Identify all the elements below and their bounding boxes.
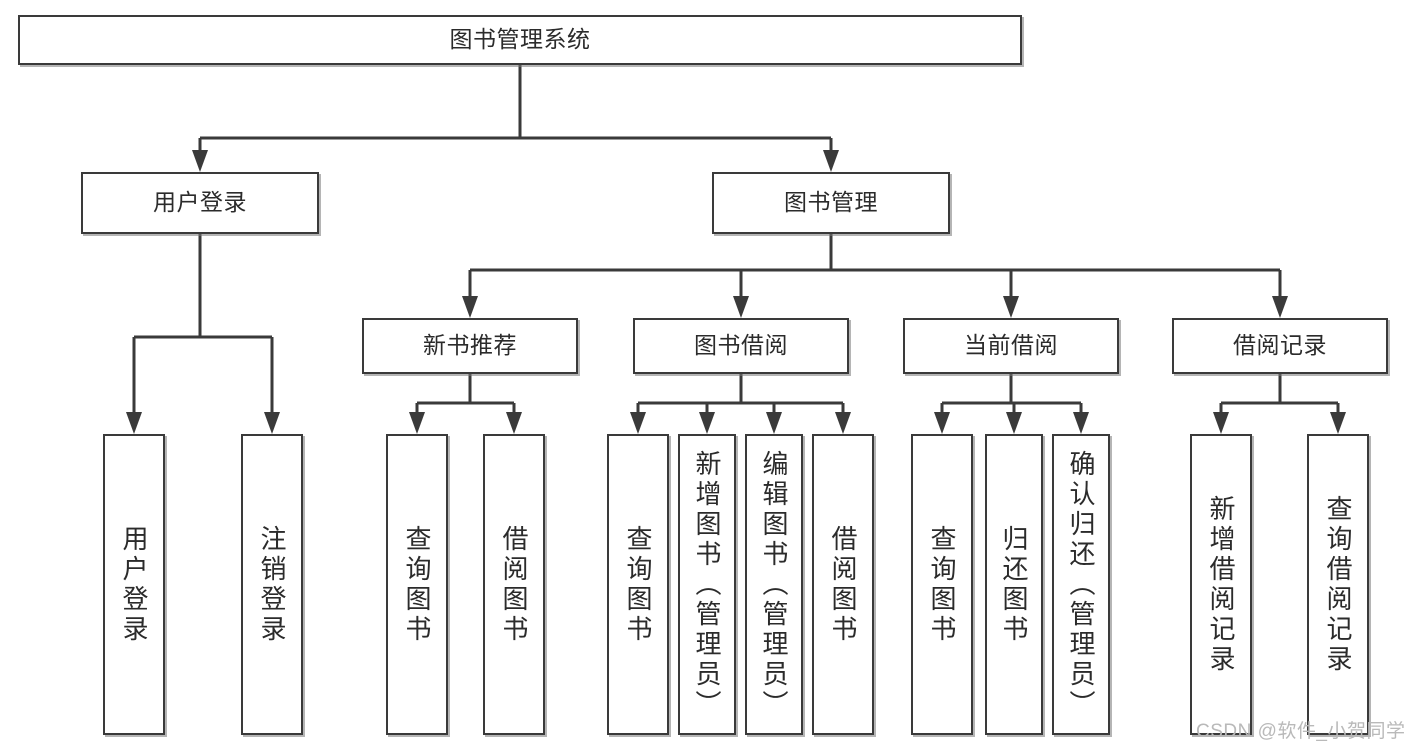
node-label-root: 图书管理系统 [449, 26, 591, 53]
node-label-leaf-edit-book: 编辑图书（管理员） [759, 449, 789, 720]
arrowhead-leaf-query-book-cur [934, 412, 950, 434]
node-leaf-query-book-cur[interactable]: 查询图书 [911, 434, 973, 735]
node-label-leaf-query-book-borrow: 查询图书 [623, 524, 653, 645]
arrowhead-leaf-add-book [699, 412, 715, 434]
arrowhead-leaf-edit-book [766, 412, 782, 434]
arrowhead-leaf-borrow-book [835, 412, 851, 434]
arrowhead-leaf-query-book-rec [409, 412, 425, 434]
arrowhead-leaf-add-record [1213, 412, 1229, 434]
node-label-leaf-borrow-book-rec: 借阅图书 [499, 524, 529, 645]
node-label-leaf-user-login: 用户登录 [119, 524, 149, 645]
node-leaf-confirm-return[interactable]: 确认归还（管理员） [1052, 434, 1110, 735]
node-label-current-borrow: 当前借阅 [964, 332, 1058, 359]
node-leaf-edit-book[interactable]: 编辑图书（管理员） [745, 434, 803, 735]
node-label-leaf-query-book-cur: 查询图书 [927, 524, 957, 645]
node-leaf-return-book[interactable]: 归还图书 [985, 434, 1043, 735]
node-label-borrow-record: 借阅记录 [1233, 332, 1327, 359]
node-label-leaf-confirm-return: 确认归还（管理员） [1066, 449, 1096, 720]
node-leaf-query-book-borrow[interactable]: 查询图书 [607, 434, 669, 735]
node-borrow-record[interactable]: 借阅记录 [1172, 318, 1388, 374]
node-leaf-user-login[interactable]: 用户登录 [103, 434, 165, 735]
node-leaf-add-record[interactable]: 新增借阅记录 [1190, 434, 1252, 735]
arrowhead-leaf-borrow-book-rec [506, 412, 522, 434]
node-current-borrow[interactable]: 当前借阅 [903, 318, 1119, 374]
node-label-book-manage: 图书管理 [784, 189, 878, 216]
node-label-leaf-borrow-book: 借阅图书 [828, 524, 858, 645]
node-book-borrow[interactable]: 图书借阅 [633, 318, 849, 374]
node-label-leaf-return-book: 归还图书 [999, 524, 1029, 645]
node-label-leaf-add-book: 新增图书（管理员） [692, 449, 722, 720]
node-leaf-borrow-book[interactable]: 借阅图书 [812, 434, 874, 735]
arrowhead-leaf-logout [264, 412, 280, 434]
arrowhead-leaf-return-book [1006, 412, 1022, 434]
arrowhead-book-manage [823, 150, 839, 172]
arrowhead-user-login [192, 150, 208, 172]
arrowhead-borrow-record [1272, 296, 1288, 318]
node-label-leaf-query-book-rec: 查询图书 [402, 524, 432, 645]
node-label-new-book-rec: 新书推荐 [423, 332, 517, 359]
node-book-manage[interactable]: 图书管理 [712, 172, 950, 234]
arrowhead-leaf-query-record [1330, 412, 1346, 434]
node-leaf-query-book-rec[interactable]: 查询图书 [386, 434, 448, 735]
node-leaf-logout[interactable]: 注销登录 [241, 434, 303, 735]
arrowhead-new-book-rec [462, 296, 478, 318]
arrowhead-leaf-query-book-borrow [630, 412, 646, 434]
node-label-book-borrow: 图书借阅 [694, 332, 788, 359]
node-new-book-rec[interactable]: 新书推荐 [362, 318, 578, 374]
node-label-leaf-add-record: 新增借阅记录 [1206, 494, 1236, 675]
arrowhead-leaf-confirm-return [1073, 412, 1089, 434]
arrowhead-book-borrow [733, 296, 749, 318]
node-leaf-borrow-book-rec[interactable]: 借阅图书 [483, 434, 545, 735]
node-root[interactable]: 图书管理系统 [18, 15, 1022, 65]
arrowhead-leaf-user-login [126, 412, 142, 434]
node-leaf-add-book[interactable]: 新增图书（管理员） [678, 434, 736, 735]
node-label-leaf-query-record: 查询借阅记录 [1323, 494, 1353, 675]
node-label-leaf-logout: 注销登录 [257, 524, 287, 645]
node-label-user-login: 用户登录 [153, 189, 247, 216]
arrowhead-current-borrow [1003, 296, 1019, 318]
node-leaf-query-record[interactable]: 查询借阅记录 [1307, 434, 1369, 735]
node-user-login[interactable]: 用户登录 [81, 172, 319, 234]
